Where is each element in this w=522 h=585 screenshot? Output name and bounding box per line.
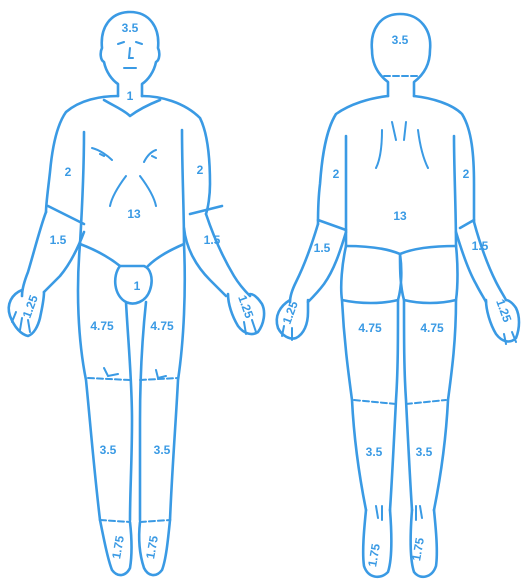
front-upper-arm-left-label: 2 [197, 163, 204, 177]
back-thigh-right-label: 4.75 [420, 321, 444, 335]
back-foot-left-label: 1.75 [365, 542, 383, 568]
back-foot-right-label: 1.75 [409, 536, 427, 562]
front-figure [9, 12, 264, 575]
back-calf-detail [376, 506, 422, 520]
front-ankle-line [100, 520, 170, 522]
front-trunk-sides [80, 130, 184, 244]
back-forearm-right-label: 1.5 [472, 239, 489, 253]
back-scapula-detail [376, 122, 428, 168]
front-genitals-label: 1 [134, 279, 141, 293]
back-figure [277, 14, 519, 577]
front-nose [129, 48, 133, 58]
front-neck-label: 1 [127, 89, 134, 103]
back-trunk-label: 13 [393, 209, 407, 223]
back-head [372, 14, 430, 96]
front-rib-detail [110, 176, 156, 206]
back-trunk-sides [346, 136, 456, 246]
front-forearm-right-label: 1.5 [50, 233, 67, 247]
back-hand-left-label: 1.25 [280, 299, 301, 326]
back-buttocks [341, 246, 457, 303]
front-legs-inner [126, 302, 146, 520]
back-head-label: 3.5 [392, 33, 409, 47]
back-legs-inner [390, 300, 412, 510]
front-eyes [118, 42, 142, 44]
back-left-arm [290, 220, 346, 302]
back-upper-arm-right-label: 2 [463, 167, 470, 181]
front-left-fingers [244, 320, 256, 334]
back-waist-line [346, 246, 456, 254]
front-knee-detail [104, 368, 166, 378]
front-right-arm [22, 206, 84, 296]
front-head-label: 3.5 [122, 21, 139, 35]
back-leg-right-label: 3.5 [416, 445, 433, 459]
front-hand-left-label: 1.25 [235, 293, 256, 320]
front-foot-left-label: 1.75 [143, 534, 161, 560]
front-forearm-left-label: 1.5 [204, 233, 221, 247]
front-trunk-label: 13 [127, 207, 141, 221]
back-upper-arm-left-label: 2 [333, 167, 340, 181]
front-upper-arm-right-label: 2 [65, 165, 72, 179]
front-thigh-right-label: 4.75 [90, 319, 114, 333]
front-chest-detail [92, 148, 156, 162]
back-knee-line [354, 400, 446, 404]
front-left-arm [184, 206, 250, 296]
back-thigh-left-label: 4.75 [358, 321, 382, 335]
back-shoulders [318, 96, 474, 224]
front-groin-line [80, 244, 184, 266]
front-hand-right-label: 1.25 [20, 293, 41, 320]
back-forearm-left-label: 1.5 [314, 241, 331, 255]
front-leg-left-label: 3.5 [154, 443, 171, 457]
front-leg-right-label: 3.5 [100, 443, 117, 457]
back-leg-left-label: 3.5 [366, 445, 383, 459]
front-thigh-left-label: 4.75 [150, 319, 174, 333]
front-foot-right-label: 1.75 [109, 534, 127, 560]
front-knee-line [88, 378, 178, 380]
back-right-arm [456, 220, 506, 302]
